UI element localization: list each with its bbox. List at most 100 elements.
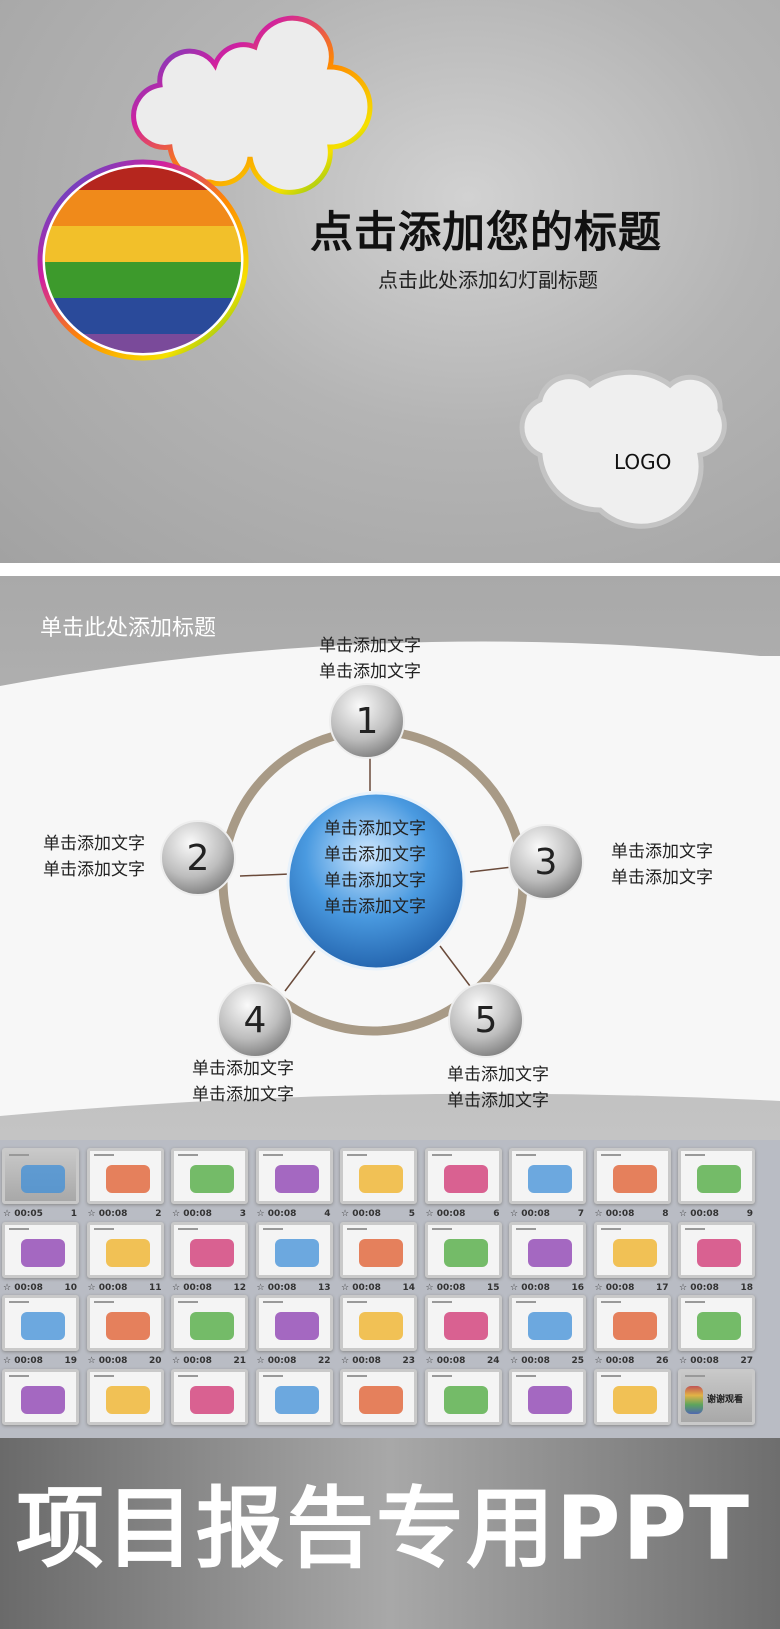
thumb-timing: ☆ 00:08: [341, 1356, 381, 1366]
thumb-number: 8: [662, 1209, 669, 1219]
thumb-graphic: [359, 1385, 403, 1414]
slide-thumbnail[interactable]: [255, 1295, 333, 1351]
slide-thumbnail[interactable]: [678, 1221, 755, 1278]
center-line: 单击添加文字: [324, 897, 426, 917]
node-number-2: 2: [186, 837, 210, 879]
thumb-graphic: [528, 1312, 572, 1340]
thumb-title-bar: [600, 1374, 621, 1377]
thumb-title-bar: [93, 1301, 114, 1303]
thumb-timing: ☆ 00:08: [594, 1282, 635, 1293]
thumb-number: 10: [64, 1282, 77, 1293]
thumb-thanks-text: 谢谢观看: [707, 1394, 744, 1405]
slide-thumbnail[interactable]: [678, 1295, 755, 1351]
thumb-graphic: [274, 1165, 319, 1193]
slide-thumbnail[interactable]: [509, 1148, 586, 1204]
slide-thumbnail[interactable]: [509, 1221, 586, 1278]
slide-thumbnail[interactable]: [2, 1148, 79, 1204]
label-line: 单击添加文字: [447, 1065, 549, 1085]
thumb-number: 22: [317, 1356, 331, 1366]
thumb-title-bar: [431, 1154, 452, 1156]
thumb-graphic: [685, 1385, 703, 1414]
slide-thumbnail[interactable]: [424, 1221, 502, 1278]
thumb-timing: ☆ 00:08: [3, 1356, 43, 1366]
slide-thumbnail[interactable]: [593, 1148, 671, 1204]
label-line: 单击添加文字: [319, 636, 421, 656]
slide-thumbnail[interactable]: [2, 1368, 79, 1425]
thumb-graphic: [612, 1312, 657, 1340]
slide-thumbnail[interactable]: [86, 1368, 164, 1425]
thumb-number: 9: [746, 1209, 753, 1219]
slide-thumbnail[interactable]: [2, 1295, 79, 1351]
thumb-timing: ☆ 00:08: [87, 1356, 128, 1366]
thumb-timing: ☆ 00:08: [594, 1209, 635, 1219]
thumb-number: 20: [148, 1356, 162, 1366]
fruit-rainbow-image: [45, 167, 241, 353]
thumb-title-bar: [9, 1301, 29, 1303]
thumb-number: 4: [324, 1209, 331, 1219]
thumb-timing: ☆ 00:08: [341, 1282, 381, 1293]
slide-thumbnail[interactable]: [340, 1148, 417, 1204]
thumb-title-bar: [178, 1227, 198, 1230]
slide-thumbnail[interactable]: [593, 1221, 671, 1278]
thumb-number: 23: [402, 1356, 415, 1366]
slide-thumbnail[interactable]: [424, 1295, 502, 1351]
thumb-graphic: [274, 1385, 319, 1414]
center-text: 单击添加文字 单击添加文字 单击添加文字 单击添加文字: [300, 816, 450, 920]
slide-thumbnail[interactable]: 谢谢观看: [678, 1368, 755, 1425]
slide-thumbnail[interactable]: [340, 1295, 417, 1351]
diagram-slide-preview: 单击此处添加标题 单击添加文字 单击添加文字 单击添加文字 单击添加文字 1 2…: [0, 576, 780, 1140]
thumb-title-bar: [178, 1301, 198, 1303]
thumb-graphic: [443, 1238, 488, 1267]
slide-thumbnail[interactable]: [255, 1221, 333, 1278]
slide-thumbnail[interactable]: [593, 1295, 671, 1351]
slide-thumbnail[interactable]: [509, 1295, 586, 1351]
thumb-graphic: [21, 1385, 65, 1414]
slide-thumbnail[interactable]: [509, 1368, 586, 1425]
thumb-graphic: [528, 1165, 572, 1193]
slide-subtitle: 点击此处添加幻灯副标题: [378, 268, 598, 292]
cloud-shape: [131, 15, 373, 195]
thumb-title-bar: [516, 1374, 536, 1377]
thumb-number: 17: [655, 1282, 669, 1293]
thumb-timing: ☆ 00:08: [256, 1282, 297, 1293]
thumb-number: 14: [402, 1282, 415, 1293]
thumb-title-bar: [262, 1227, 283, 1230]
thumb-title-bar: [93, 1154, 114, 1156]
diagram-graphics: [0, 641, 780, 1116]
slide-thumbnail[interactable]: [424, 1368, 502, 1425]
thumb-timing: ☆ 00:08: [679, 1356, 719, 1366]
slide-thumbnail[interactable]: [86, 1221, 164, 1278]
thumb-graphic: [697, 1165, 741, 1193]
slide-thumbnail[interactable]: [2, 1221, 79, 1278]
thumb-number: 13: [317, 1282, 331, 1293]
banner: 项目报告专用PPT: [0, 1438, 780, 1629]
slide-thumbnail[interactable]: [171, 1295, 248, 1351]
label-line: 单击添加文字: [447, 1091, 549, 1111]
thumb-title-bar: [262, 1374, 283, 1377]
thumb-number: 12: [233, 1282, 246, 1293]
thumb-number: 6: [493, 1209, 500, 1219]
slide-thumbnail[interactable]: [171, 1221, 248, 1278]
slide-thumbnail[interactable]: [171, 1148, 248, 1204]
thumb-number: 16: [571, 1282, 584, 1293]
slide-thumbnail[interactable]: [255, 1148, 333, 1204]
slide-thumbnail[interactable]: [171, 1368, 248, 1425]
slide-thumbnail[interactable]: [424, 1148, 502, 1204]
thumb-timing: ☆ 00:08: [510, 1209, 550, 1219]
slide-thumbnail[interactable]: [340, 1221, 417, 1278]
thumb-number: 18: [740, 1282, 753, 1293]
slide-thumbnail[interactable]: [340, 1368, 417, 1425]
label-line: 单击添加文字: [192, 1085, 294, 1105]
slide-thumbnail[interactable]: [86, 1295, 164, 1351]
thumb-timing: ☆ 00:08: [256, 1209, 297, 1219]
thumb-number: 15: [486, 1282, 500, 1293]
thumb-title-bar: [262, 1154, 283, 1156]
thumb-title-bar: [431, 1227, 452, 1230]
slide-thumbnail[interactable]: [255, 1368, 333, 1425]
thumb-timing: ☆ 00:08: [256, 1356, 297, 1366]
thumb-timing: ☆ 00:08: [510, 1356, 550, 1366]
thumb-title-bar: [431, 1301, 452, 1303]
slide-thumbnail[interactable]: [678, 1148, 755, 1204]
slide-thumbnail[interactable]: [86, 1148, 164, 1204]
slide-thumbnail[interactable]: [593, 1368, 671, 1425]
